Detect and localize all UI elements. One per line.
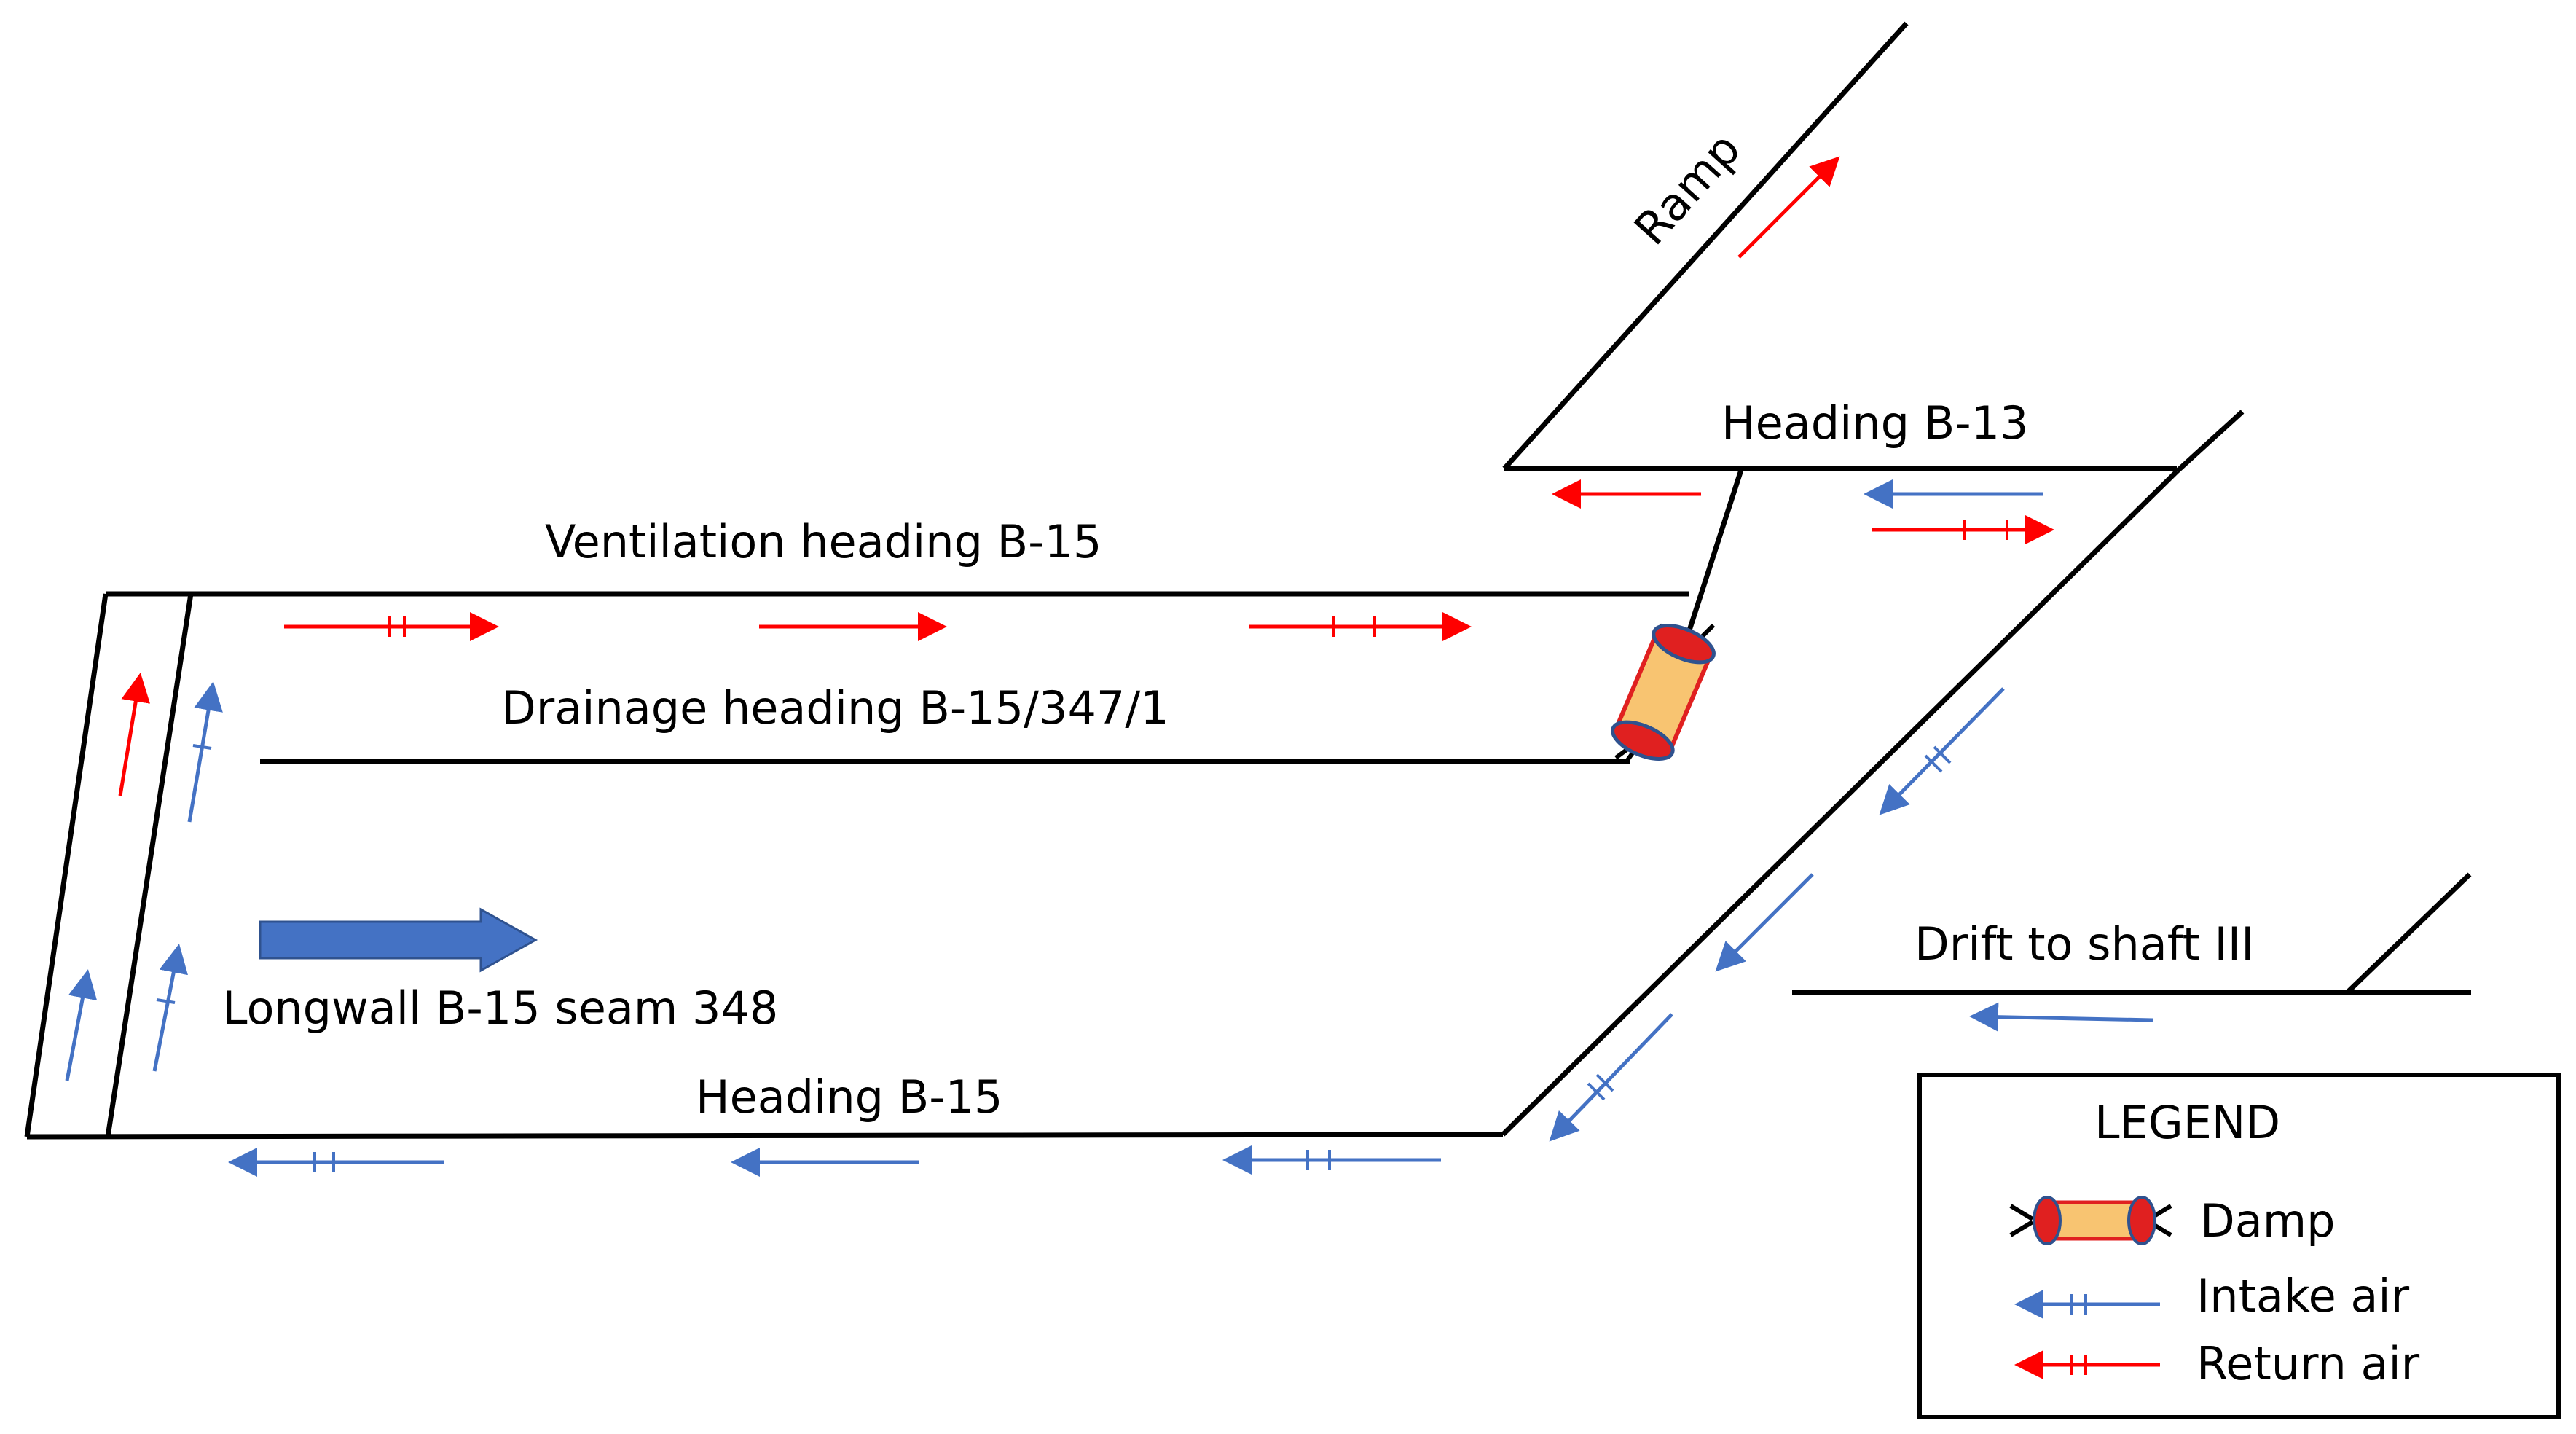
return-air-arrow: [1737, 156, 1840, 259]
ramp-label: Ramp: [1624, 122, 1751, 255]
return-air-arrow-icon: [2014, 1350, 2160, 1379]
drift-branch-wall: [2345, 872, 2472, 995]
legend-label-intake-air: Intake air: [2196, 1269, 2410, 1323]
intake-air-arrow: [1969, 1002, 2153, 1032]
return-air-arrows: [118, 156, 2054, 796]
legend-title: LEGEND: [2094, 1096, 2280, 1149]
legend-label-return-air: Return air: [2196, 1337, 2420, 1390]
intake-air-arrow-icon: [2014, 1290, 2160, 1319]
intake-air-arrow: [228, 1148, 444, 1177]
roadway-walls: [24, 21, 2472, 1140]
intake-air-arrows: [65, 479, 2153, 1177]
longwall-advance-arrow: [259, 907, 538, 973]
ramp-wall: [1502, 21, 1909, 471]
longwall-label: Longwall B-15 seam 348: [222, 982, 778, 1035]
drift-label: Drift to shaft III: [1915, 917, 2254, 971]
left-gallery-inner-wall: [105, 593, 194, 1137]
intake-air-arrow: [65, 969, 98, 1081]
return-air-arrow: [118, 673, 151, 796]
heading-b15-bottom-wall: [26, 1132, 1504, 1140]
legend-label-damp: Damp: [2200, 1194, 2336, 1247]
return-air-arrow: [1872, 515, 2054, 544]
return-air-arrow: [284, 612, 499, 641]
heading-b15-label: Heading B-15: [696, 1070, 1003, 1124]
legend-item-intake-air: Intake air: [2014, 1269, 2410, 1323]
legend-box: [1917, 1073, 2561, 1419]
return-air-arrow: [1249, 612, 1472, 641]
heading-b13-label: Heading B-13: [1721, 396, 2029, 450]
damp-icon: [2009, 1196, 2172, 1245]
legend-item-damp: Damp: [2009, 1194, 2336, 1247]
intake-air-arrow: [187, 681, 223, 823]
legend: LEGEND Damp Intake air: [1917, 1073, 2561, 1419]
damp-icon: [1611, 623, 1716, 764]
left-gallery-outer-wall: [24, 593, 109, 1137]
ventilation-heading-label: Ventilation heading B-15: [545, 515, 1102, 568]
intake-air-arrow: [1549, 1013, 1673, 1142]
legend-item-return-air: Return air: [2014, 1337, 2420, 1390]
intake-air-arrow: [1222, 1145, 1441, 1175]
intake-air-arrow: [1715, 873, 1814, 972]
intake-air-arrow: [152, 944, 188, 1072]
drainage-heading-label: Drainage heading B-15/347/1: [501, 681, 1169, 734]
intake-air-arrow: [1879, 687, 2005, 815]
diagonal-upper-wall: [2175, 410, 2245, 474]
diagonal-main-wall: [1501, 469, 2179, 1137]
connector-wall: [1686, 469, 1744, 634]
